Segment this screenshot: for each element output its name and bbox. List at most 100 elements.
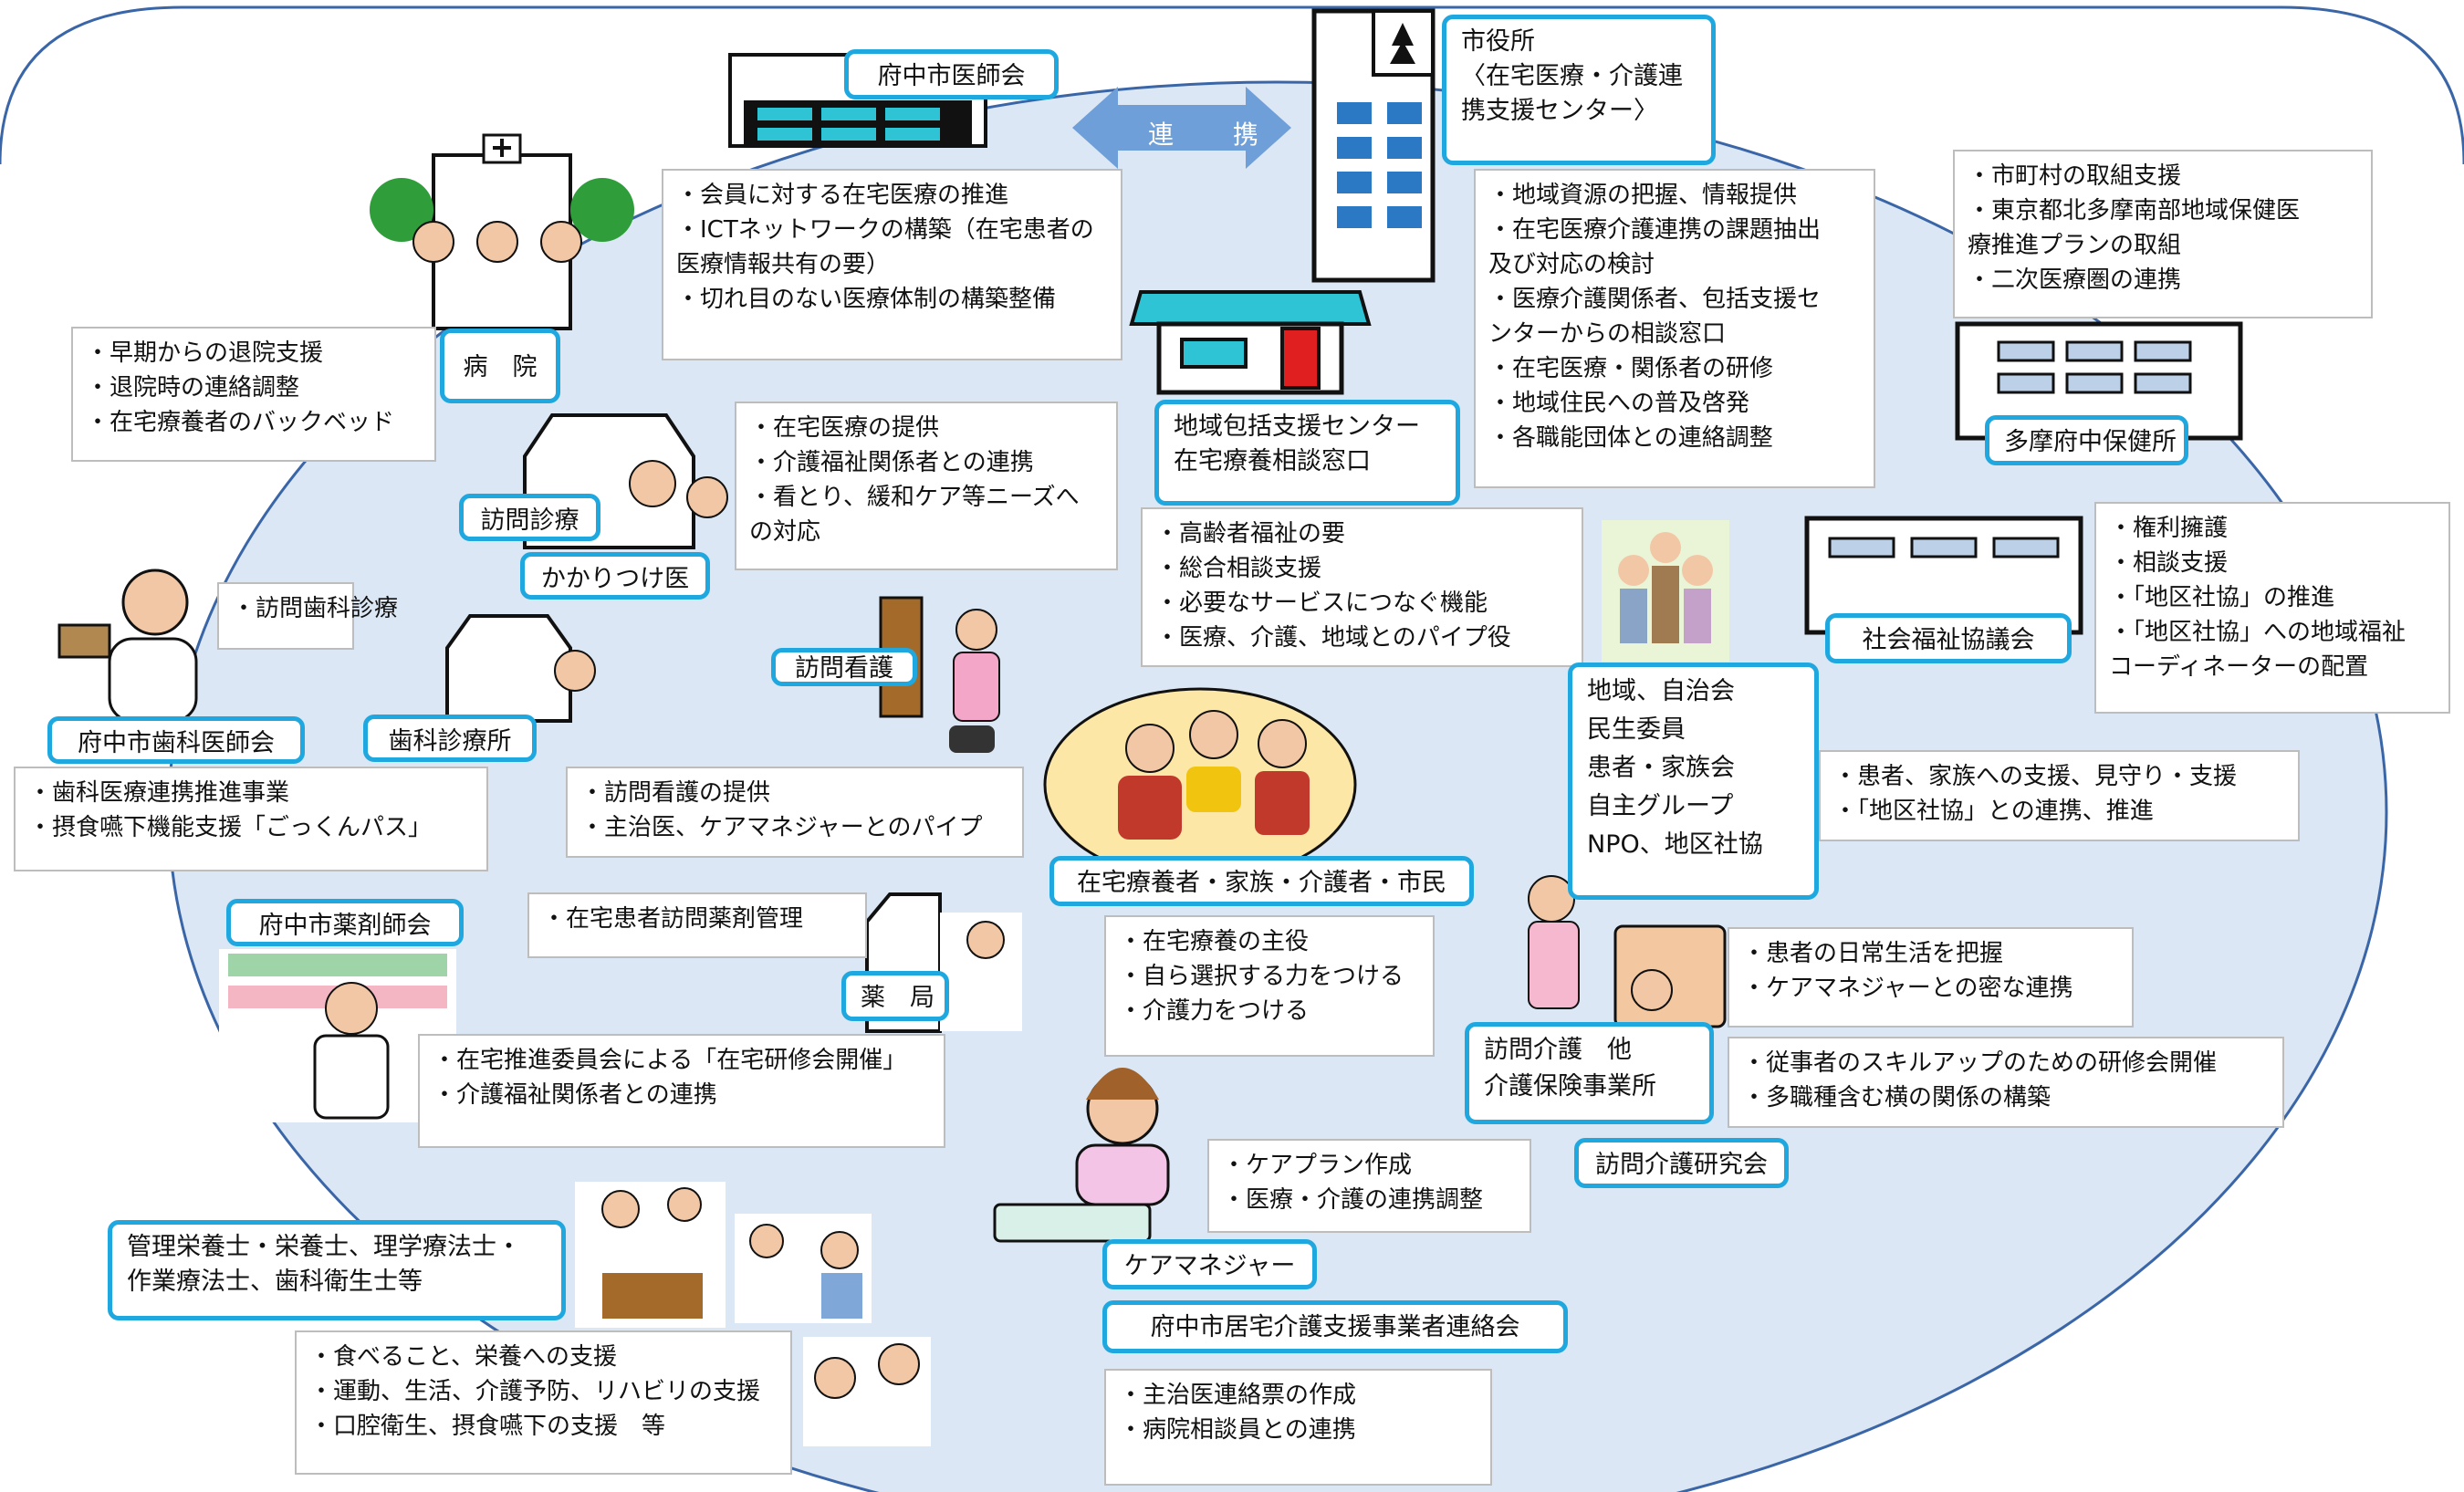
label-dental-association: 府中市歯科医師会 bbox=[47, 716, 305, 764]
text-line: ・患者の日常生活を把握 bbox=[1742, 940, 2004, 967]
label-dental-clinic: 歯科診療所 bbox=[363, 715, 537, 762]
visiting-nurse-icon bbox=[879, 596, 1000, 753]
text-line: ・早期からの退院支援 bbox=[86, 339, 324, 367]
label-nutrition-rehab-staff: 管理栄養士・栄養士、理学療法士・作業療法士、歯科衛生士等 bbox=[108, 1220, 566, 1320]
text-line: ・ICTネットワークの構築（在宅患者の bbox=[676, 216, 1094, 244]
text-line: ・運動、生活、介護予防、リハビリの支援 bbox=[309, 1378, 761, 1405]
text-line: 民生委員 bbox=[1587, 715, 1686, 744]
text-line: ・食べること、栄養への支援 bbox=[309, 1343, 617, 1371]
text-line: ・主治医、ケアマネジャーとのパイプ bbox=[580, 814, 983, 841]
text-line: ・介護福祉関係者との連携 bbox=[749, 449, 1034, 476]
home-care-bed-icon bbox=[1528, 875, 1727, 1028]
text-line: 在宅療養相談窓口 bbox=[1174, 447, 1371, 475]
box-pharmacy: ・在宅患者訪問薬剤管理 bbox=[527, 892, 867, 958]
box-home-care-residents: ・在宅療養の主役・自ら選択する力をつける・介護力をつける bbox=[1104, 915, 1435, 1057]
box-home-visit-dental: ・訪問歯科診療 bbox=[217, 582, 399, 650]
text-line: ・患者、家族への支援、見守り・支援 bbox=[1833, 763, 2238, 790]
label-pharmacy: 薬 局 bbox=[841, 971, 949, 1021]
text-line: ・在宅患者訪問薬剤管理 bbox=[542, 905, 804, 933]
box-hospital: ・早期からの退院支援・退院時の連絡調整・在宅療養者のバックベッド bbox=[71, 327, 436, 462]
text-line: コーディネーターの配置 bbox=[2109, 653, 2369, 681]
text-line: ・総合相談支援 bbox=[1155, 555, 1322, 582]
label-family-doctor: かかりつけ医 bbox=[520, 552, 710, 600]
text-line: ・自ら選択する力をつける bbox=[1119, 963, 1404, 990]
label-home-visit-nursing: 訪問看護 bbox=[771, 648, 917, 686]
label-home-visit-medical: 訪問診療 bbox=[459, 494, 600, 541]
text-line: ・「地区社協」への地域福祉 bbox=[2109, 619, 2407, 646]
label-hospital: 病 院 bbox=[440, 329, 560, 403]
box-home-visit-nursing: ・訪問看護の提供・主治医、ケアマネジャーとのパイプ bbox=[566, 767, 1024, 858]
text-line: ・看とり、緩和ケア等ニーズへ bbox=[749, 484, 1080, 511]
text-line: ・多職種含む横の関係の構築 bbox=[1742, 1084, 2052, 1111]
text-line: ・必要なサービスにつなぐ機能 bbox=[1155, 589, 1488, 617]
text-line: ・従事者のスキルアップのための研修会開催 bbox=[1742, 1049, 2218, 1077]
elderly-group-icon bbox=[1602, 520, 1729, 662]
text-line: ・地域住民への普及啓発 bbox=[1488, 390, 1750, 417]
label-social-welfare-council: 社会福祉協議会 bbox=[1825, 613, 2072, 663]
text-line: 患者・家族会 bbox=[1587, 754, 1735, 782]
text-line: ・市町村の取組支援 bbox=[1968, 162, 2182, 190]
text-line: 地域包括支援センター bbox=[1174, 412, 1420, 441]
label-city-hall-and-support-center: 市役所〈在宅医療・介護連携支援センター〉 bbox=[1442, 15, 1716, 165]
region-outline bbox=[0, 5, 2464, 165]
text-line: ・高齢者福祉の要 bbox=[1155, 520, 1346, 548]
text-line: ・在宅医療・関係者の研修 bbox=[1488, 355, 1774, 382]
text-line: ・各職能団体との連絡調整 bbox=[1488, 424, 1773, 452]
collaboration-arrow-label: 連 携 bbox=[1148, 120, 1284, 150]
text-line: ・権利擁護 bbox=[2109, 515, 2229, 542]
text-line: ・医療介護関係者、包括支援セ bbox=[1488, 286, 1822, 313]
text-line: ・在宅推進委員会による「在宅研修会開催」 bbox=[433, 1047, 907, 1074]
text-line: ・介護福祉関係者との連携 bbox=[433, 1081, 717, 1109]
text-line: ・在宅医療の提供 bbox=[749, 414, 940, 442]
text-line: ・「地区社協」の推進 bbox=[2109, 584, 2335, 611]
family-circle-icon bbox=[1043, 687, 1357, 882]
dentist-character-icon bbox=[57, 569, 198, 723]
collaboration-arrow-icon bbox=[1072, 87, 1291, 169]
box-care-manager: ・ケアプラン作成・医療・介護の連携調整 bbox=[1207, 1139, 1531, 1233]
box-health-center: ・市町村の取組支援・東京都北多摩南部地域保健医療推進プランの取組・二次医療圏の連… bbox=[1953, 150, 2373, 318]
text-line: 医療情報共有の要） bbox=[676, 251, 891, 278]
text-line: ンターからの相談窓口 bbox=[1488, 320, 1727, 348]
text-line: NPO、地区社協 bbox=[1587, 830, 1763, 859]
text-line: ・在宅療養の主役 bbox=[1119, 928, 1310, 955]
label-home-care-residents: 在宅療養者・家族・介護者・市民 bbox=[1049, 856, 1474, 906]
box-community-organizations: ・患者、家族への支援、見守り・支援・「地区社協」との連携、推進 bbox=[1819, 750, 2300, 841]
text-line: ・地域資源の把握、情報提供 bbox=[1488, 182, 1798, 209]
text-line: ・病院相談員との連携 bbox=[1119, 1416, 1356, 1444]
text-line: 及び対応の検討 bbox=[1488, 251, 1655, 278]
text-line: ・口腔衛生、摂食嚥下の支援 等 bbox=[309, 1413, 666, 1440]
text-line: ・相談支援 bbox=[2109, 549, 2229, 577]
text-line: ・切れ目のない医療体制の構築整備 bbox=[676, 286, 1057, 313]
text-line: ・主治医連絡票の作成 bbox=[1119, 1382, 1357, 1409]
pharmacist-icon bbox=[219, 949, 456, 1122]
text-line: ・介護力をつける bbox=[1119, 997, 1310, 1025]
rehab-support-icon bbox=[735, 1214, 872, 1323]
box-home-care-support-liaison: ・主治医連絡票の作成・病院相談員との連携 bbox=[1104, 1369, 1492, 1486]
text-line: ・医療・介護の連携調整 bbox=[1222, 1186, 1484, 1214]
text-line: ・訪問歯科診療 bbox=[232, 595, 399, 622]
text-line: ・ケアプラン作成 bbox=[1222, 1152, 1413, 1179]
text-line: 管理栄養士・栄養士、理学療法士・ bbox=[127, 1233, 521, 1261]
box-dental-association: ・歯科医療連携推進事業・摂食嚥下機能支援「ごっくんパス」 bbox=[14, 767, 488, 871]
text-line: の対応 bbox=[749, 518, 821, 546]
label-community-support-center: 地域包括支援センター在宅療養相談窓口 bbox=[1154, 400, 1460, 506]
text-line: 〈在宅医療・介護連 bbox=[1461, 62, 1683, 90]
box-home-visit-care-study-group: ・従事者のスキルアップのための研修会開催・多職種含む横の関係の構築 bbox=[1728, 1037, 2284, 1128]
label-care-manager: ケアマネジャー bbox=[1102, 1239, 1317, 1289]
box-city-hall: ・地域資源の把握、情報提供・在宅医療介護連携の課題抽出及び対応の検討・医療介護関… bbox=[1474, 169, 1875, 488]
text-line: ・医療、介護、地域とのパイプ役 bbox=[1155, 624, 1511, 652]
label-home-visit-care-study-group: 訪問介護研究会 bbox=[1574, 1138, 1789, 1188]
box-community-support-center: ・高齢者福祉の要・総合相談支援・必要なサービスにつなぐ機能・医療、介護、地域との… bbox=[1141, 507, 1583, 667]
text-line: 市役所 bbox=[1461, 27, 1535, 56]
text-line: ・ケアマネジャーとの密な連携 bbox=[1742, 975, 2073, 1002]
city-hall-building-icon bbox=[1311, 8, 1436, 283]
box-family-doctor: ・在宅医療の提供・介護福祉関係者との連携・看とり、緩和ケア等ニーズへの対応 bbox=[735, 402, 1118, 570]
box-social-welfare-council: ・権利擁護・相談支援・「地区社協」の推進・「地区社協」への地域福祉コーディネータ… bbox=[2094, 502, 2450, 714]
box-home-visit-care: ・患者の日常生活を把握・ケアマネジャーとの密な連携 bbox=[1728, 927, 2134, 1028]
label-pharmacist-association: 府中市薬剤師会 bbox=[226, 899, 464, 946]
box-nutrition-rehab: ・食べること、栄養への支援・運動、生活、介護予防、リハビリの支援・口腔衛生、摂食… bbox=[295, 1330, 792, 1475]
meal-support-icon bbox=[575, 1182, 726, 1328]
text-line: ・退院時の連絡調整 bbox=[86, 374, 300, 402]
care-manager-icon bbox=[993, 1068, 1170, 1243]
